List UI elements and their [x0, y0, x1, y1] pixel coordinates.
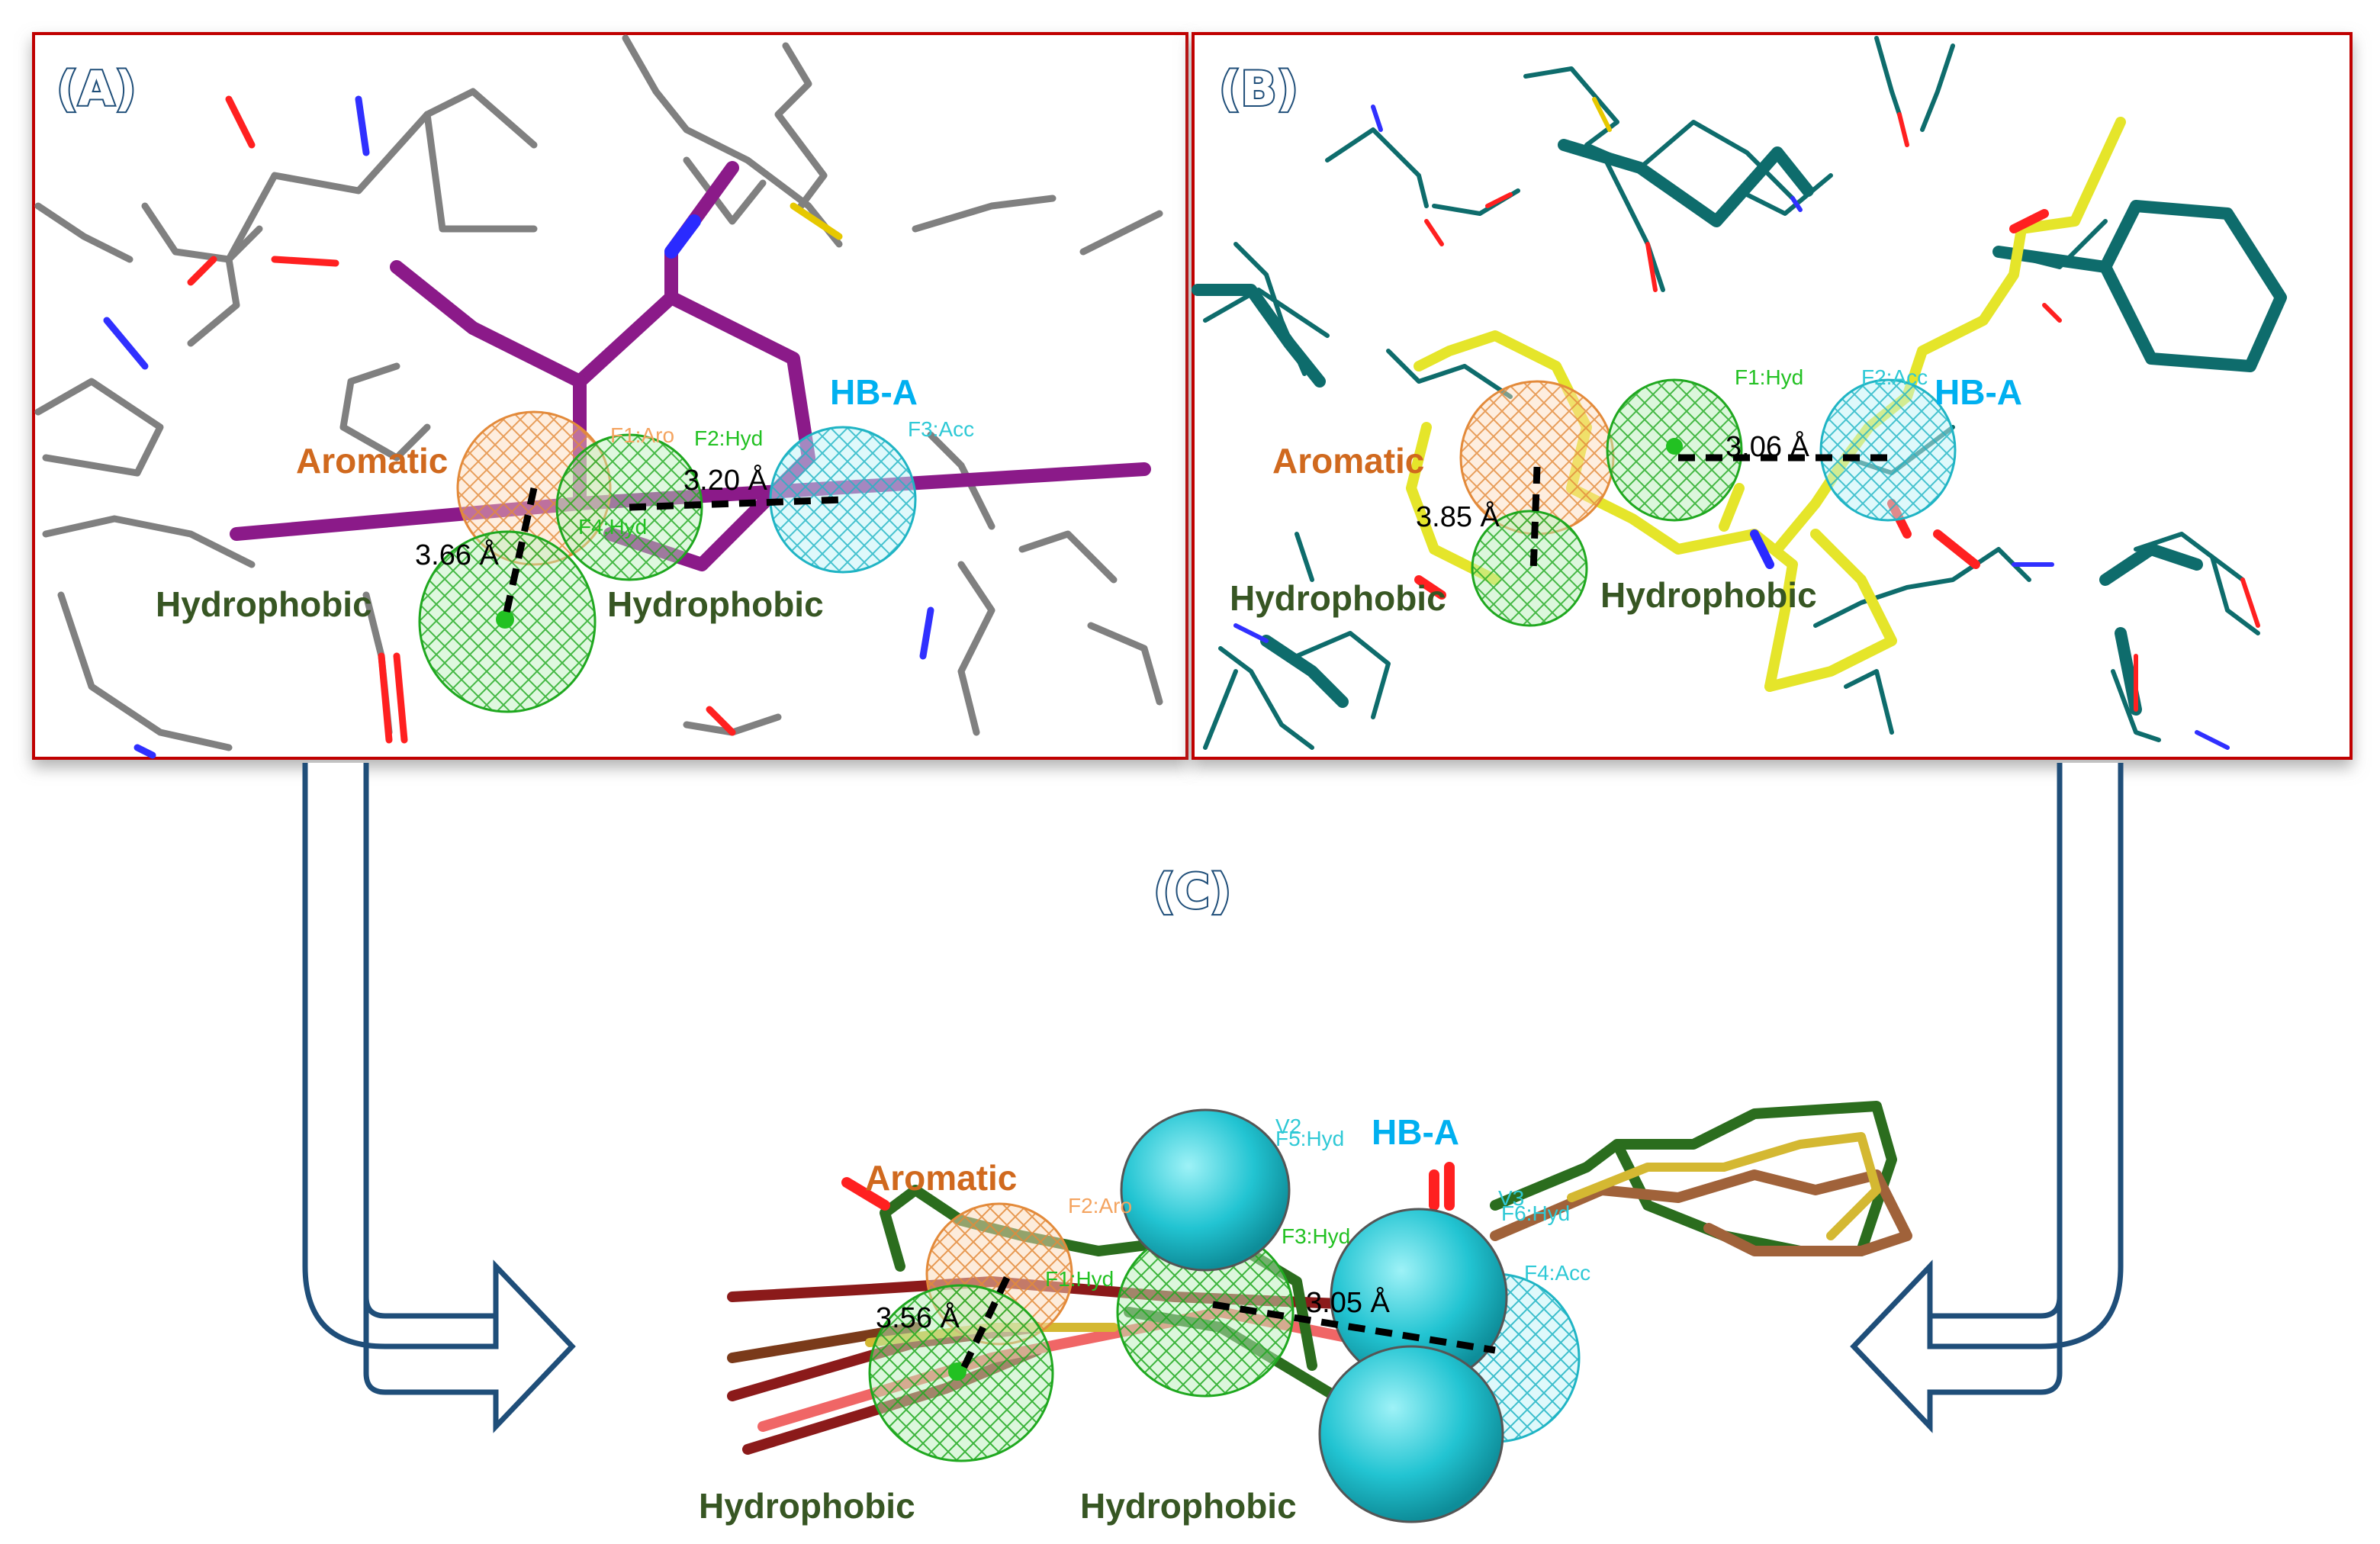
panel-title: (B) [1219, 61, 1298, 117]
panel-b-heteroatoms [1233, 97, 2260, 750]
hydrophobic-label: Hydrophobic [1230, 578, 1446, 618]
panel-b: (B) Aromatic Hydrophobic Hydrophobic HB-… [1192, 32, 2353, 760]
feature-tag: V3 [1498, 1186, 1524, 1210]
distance-label: 3.85 Å [1416, 500, 1500, 533]
feature-tag: F4:Acc [1524, 1261, 1590, 1285]
distance-line [1529, 466, 1541, 573]
feature-tag: F2:Hyd [694, 426, 763, 450]
hydrophobic-solid-sphere [1318, 1345, 1504, 1523]
aromatic-label: Aromatic [865, 1158, 1017, 1198]
phenyl-ring [2099, 200, 2287, 372]
panel-a-frame [32, 32, 1188, 760]
panel-b-spheres [1459, 378, 1957, 627]
arrow-left [302, 763, 576, 1433]
distance-label: 3.56 Å [876, 1301, 960, 1334]
distance-label: 3.66 Å [415, 538, 500, 571]
feature-tag: F5:Hyd [1275, 1127, 1344, 1150]
hydrophobic-label: Hydrophobic [1600, 575, 1817, 615]
distance-line [629, 496, 844, 511]
feature-tag: F6:Hyd [1501, 1201, 1570, 1225]
panel-c: (C) [699, 862, 1912, 1526]
panel-a-distance-lines [501, 487, 844, 620]
feature-tag: F3:Acc [908, 417, 974, 441]
panel-title: (C) [1153, 864, 1231, 919]
arrow-left-shape [302, 763, 576, 1433]
panel-title: (A) [56, 61, 137, 117]
feature-tag: F3:Hyd [1282, 1224, 1350, 1248]
arrow-right-shape [1850, 763, 2124, 1433]
distance-label: 3.05 Å [1306, 1285, 1391, 1319]
hba-label: HB-A [1372, 1112, 1459, 1152]
panel-c-distance-lines [957, 1276, 1496, 1375]
hba-label: HB-A [1935, 372, 2022, 412]
distance-line [501, 487, 538, 620]
hydrophobic-label: Hydrophobic [699, 1486, 915, 1526]
panel-b-distance-lines [1529, 454, 1890, 573]
distance-label: 3.20 Å [683, 463, 768, 497]
panel-c-spheres [868, 1108, 1581, 1523]
distance-label: 3.06 Å [1726, 429, 1810, 463]
feature-tag: V2 [1275, 1115, 1301, 1138]
hydrophobic-label: Hydrophobic [156, 584, 372, 624]
feature-tag: F2:Acc [1861, 365, 1928, 389]
feature-tag: F1:Hyd [1045, 1267, 1114, 1291]
aromatic-label: Aromatic [296, 441, 448, 481]
feature-tag: F1:Aro [610, 423, 674, 447]
panel-a-heteroatoms [103, 95, 934, 759]
hydrophobic-label: Hydrophobic [1080, 1486, 1297, 1526]
feature-tag: F2:Aro [1068, 1194, 1132, 1218]
hba-label: HB-A [830, 372, 918, 412]
panel-a: (A) Aromatic Hydrophobic Hydrophobic HB-… [32, 32, 1188, 760]
feature-tag: F4:Hyd [578, 515, 647, 539]
panel-a-residues [34, 34, 1163, 751]
arrow-right [1850, 763, 2124, 1433]
distance-line [1212, 1301, 1496, 1354]
distance-line [957, 1276, 1011, 1375]
feature-tag: F1:Hyd [1735, 365, 1803, 389]
hydrophobic-solid-sphere [1120, 1108, 1291, 1272]
aromatic-label: Aromatic [1272, 441, 1424, 481]
hydrophobic-label: Hydrophobic [607, 584, 824, 624]
